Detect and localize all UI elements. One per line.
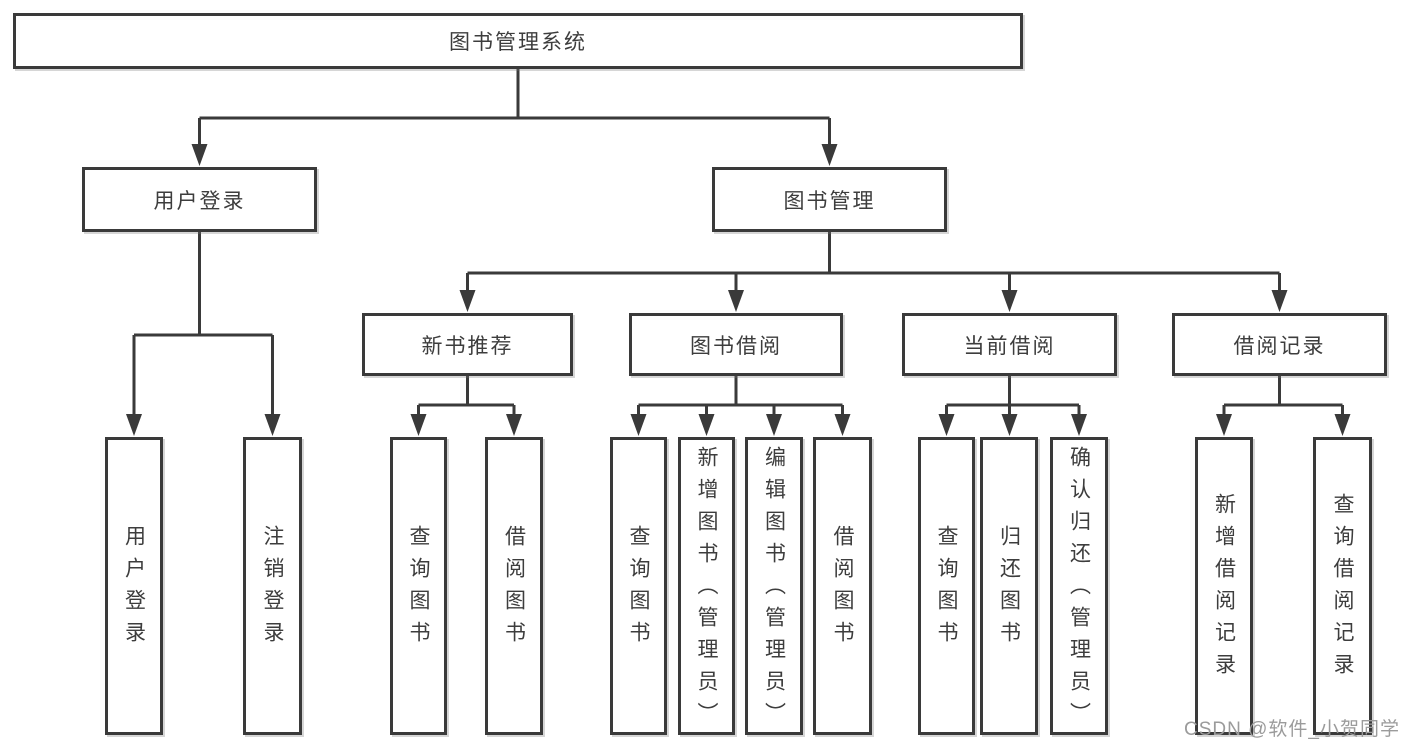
leaf-current-return-books: 归还图书 bbox=[980, 437, 1038, 735]
leaf-borrow-borrow-books: 借阅图书 bbox=[813, 437, 872, 735]
leaf-current-query-books: 查询图书 bbox=[918, 437, 975, 735]
leaf-borrow-add-books-admin: 新增图书（管理员） bbox=[678, 437, 735, 735]
connector-login-to-leaves bbox=[126, 232, 281, 436]
connector-current-to-leaves bbox=[938, 376, 1087, 436]
connector-manage-to-level3 bbox=[459, 232, 1288, 312]
leaf-logout: 注销登录 bbox=[243, 437, 302, 735]
leaf-current-confirm-return-admin: 确认归还（管理员） bbox=[1050, 437, 1108, 735]
csdn-watermark: CSDN @软件_小贺同学 bbox=[1184, 719, 1400, 740]
connector-records-to-leaves bbox=[1216, 376, 1351, 436]
node-new-book-recommend: 新书推荐 bbox=[362, 313, 573, 376]
leaf-user-login: 用户登录 bbox=[105, 437, 163, 735]
connector-borrow-to-leaves bbox=[630, 376, 851, 436]
connector-newbook-to-leaves bbox=[410, 376, 522, 436]
node-user-login: 用户登录 bbox=[82, 167, 317, 232]
node-root-system: 图书管理系统 bbox=[13, 13, 1023, 69]
leaf-newbook-query-books: 查询图书 bbox=[390, 437, 447, 735]
node-current-borrowing: 当前借阅 bbox=[902, 313, 1117, 376]
leaf-records-query-record: 查询借阅记录 bbox=[1313, 437, 1372, 735]
leaf-records-add-record: 新增借阅记录 bbox=[1195, 437, 1253, 735]
connector-root-to-level2 bbox=[191, 69, 838, 166]
leaf-borrow-edit-books-admin: 编辑图书（管理员） bbox=[745, 437, 803, 735]
leaf-borrow-query-books: 查询图书 bbox=[610, 437, 667, 735]
node-book-borrowing: 图书借阅 bbox=[629, 313, 843, 376]
node-borrowing-records: 借阅记录 bbox=[1172, 313, 1387, 376]
leaf-newbook-borrow-books: 借阅图书 bbox=[485, 437, 543, 735]
node-book-management: 图书管理 bbox=[712, 167, 947, 232]
